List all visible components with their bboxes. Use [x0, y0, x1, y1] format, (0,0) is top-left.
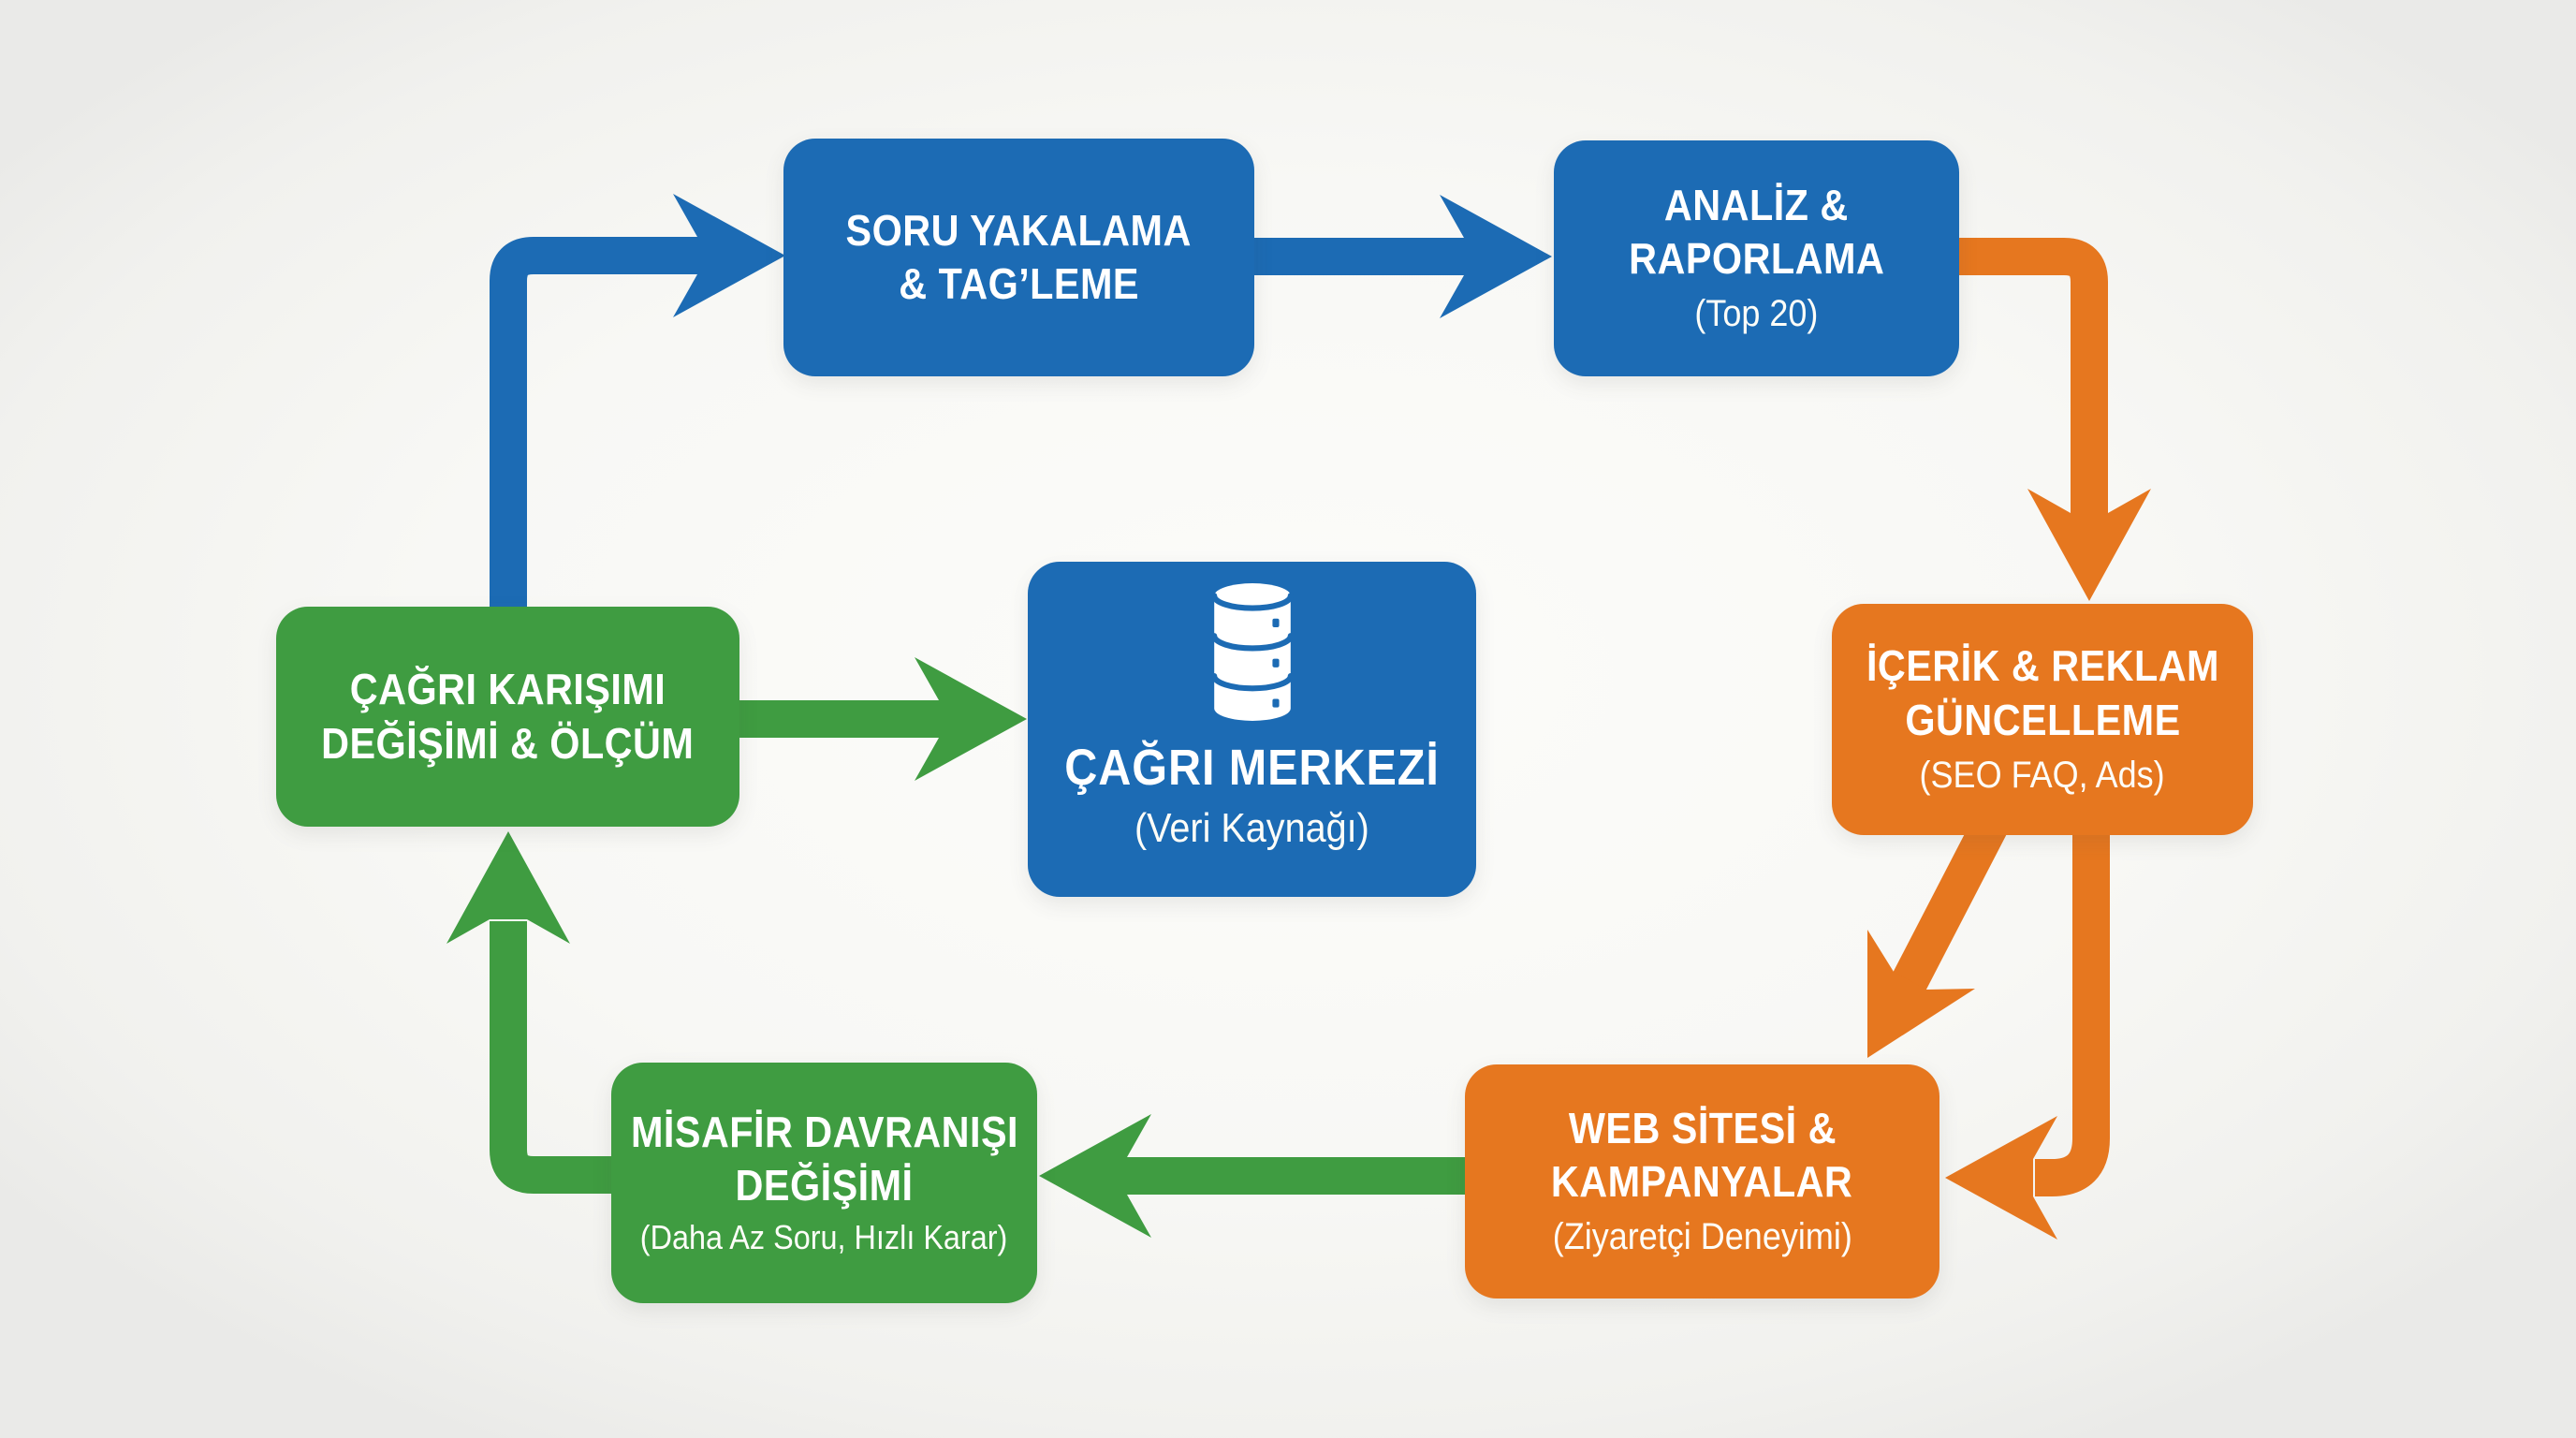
node-analiz-raporlama: ANALİZ & RAPORLAMA (Top 20)	[1554, 140, 1959, 376]
arrow-olcum-to-soru-yakalama	[490, 194, 785, 646]
node-sublabel: (Top 20)	[1694, 293, 1819, 335]
node-label: DEĞİŞİMİ & ÖLÇÜM	[321, 718, 695, 768]
node-cagri-merkezi: ÇAĞRI MERKEZİ (Veri Kaynağı)	[1028, 562, 1476, 897]
node-label: KAMPANYALAR	[1551, 1157, 1853, 1206]
arrow-head	[446, 831, 570, 944]
arrow-head	[1867, 930, 1975, 1058]
node-label: WEB SİTESİ &	[1568, 1103, 1837, 1152]
arrow-head	[1440, 195, 1552, 318]
node-soru-yakalama: SORU YAKALAMA & TAG’LEME	[783, 139, 1254, 376]
arrow-icerik-to-web-elbow	[1945, 822, 2110, 1240]
arrow-head	[2027, 489, 2151, 601]
arrow-soru-to-analiz	[1245, 195, 1552, 318]
arrow-misafir-to-olcum	[446, 831, 637, 1194]
arrow-shaft	[1893, 813, 2009, 990]
node-misafir-davranisi: MİSAFİR DAVRANIŞI DEĞİŞİMİ (Daha Az Soru…	[611, 1063, 1037, 1303]
node-label: ANALİZ &	[1664, 180, 1849, 229]
arrow-web-to-misafir	[1039, 1114, 1484, 1238]
node-label: ÇAĞRI MERKEZİ	[1064, 740, 1440, 796]
node-web-sitesi: WEB SİTESİ & KAMPANYALAR (Ziyaretçi Dene…	[1465, 1064, 1939, 1299]
arrow-olcum-to-cagri-merkezi	[721, 657, 1027, 781]
node-cagri-karisimi: ÇAĞRI KARIŞIMI DEĞİŞİMİ & ÖLÇÜM	[276, 607, 739, 827]
node-sublabel: (SEO FAQ, Ads)	[1919, 754, 2166, 796]
arrow-icerik-to-web-diagonal	[1867, 813, 2009, 1058]
node-sublabel: (Ziyaretçi Deneyimi)	[1552, 1216, 1852, 1258]
node-label: SORU YAKALAMA	[845, 205, 1193, 255]
node-label: & TAG’LEME	[899, 259, 1139, 308]
arrow-head	[1039, 1114, 1151, 1238]
arrow-head	[1945, 1116, 2057, 1240]
node-label: ÇAĞRI KARIŞIMI	[349, 665, 666, 714]
node-label: İÇERİK & REKLAM	[1866, 641, 2219, 691]
database-icon	[1210, 583, 1294, 721]
node-sublabel: (Daha Az Soru, Hızlı Karar)	[640, 1218, 1008, 1257]
node-label: MİSAFİR DAVRANIŞI	[630, 1108, 1018, 1157]
node-label: RAPORLAMA	[1628, 234, 1885, 283]
arrow-shaft	[2033, 822, 2110, 1196]
arrow-shaft	[1950, 238, 2108, 513]
arrow-shaft	[490, 921, 637, 1194]
arrow-shaft	[490, 237, 697, 646]
arrow-head	[915, 657, 1027, 781]
node-label: GÜNCELLEME	[1904, 695, 2181, 744]
node-label: DEĞİŞİMİ	[735, 1161, 914, 1211]
node-icerik-reklam: İÇERİK & REKLAM GÜNCELLEME (SEO FAQ, Ads…	[1832, 604, 2253, 835]
arrow-head	[673, 194, 785, 317]
node-sublabel: (Veri Kaynağı)	[1134, 804, 1369, 851]
arrow-analiz-to-icerik	[1950, 238, 2151, 601]
